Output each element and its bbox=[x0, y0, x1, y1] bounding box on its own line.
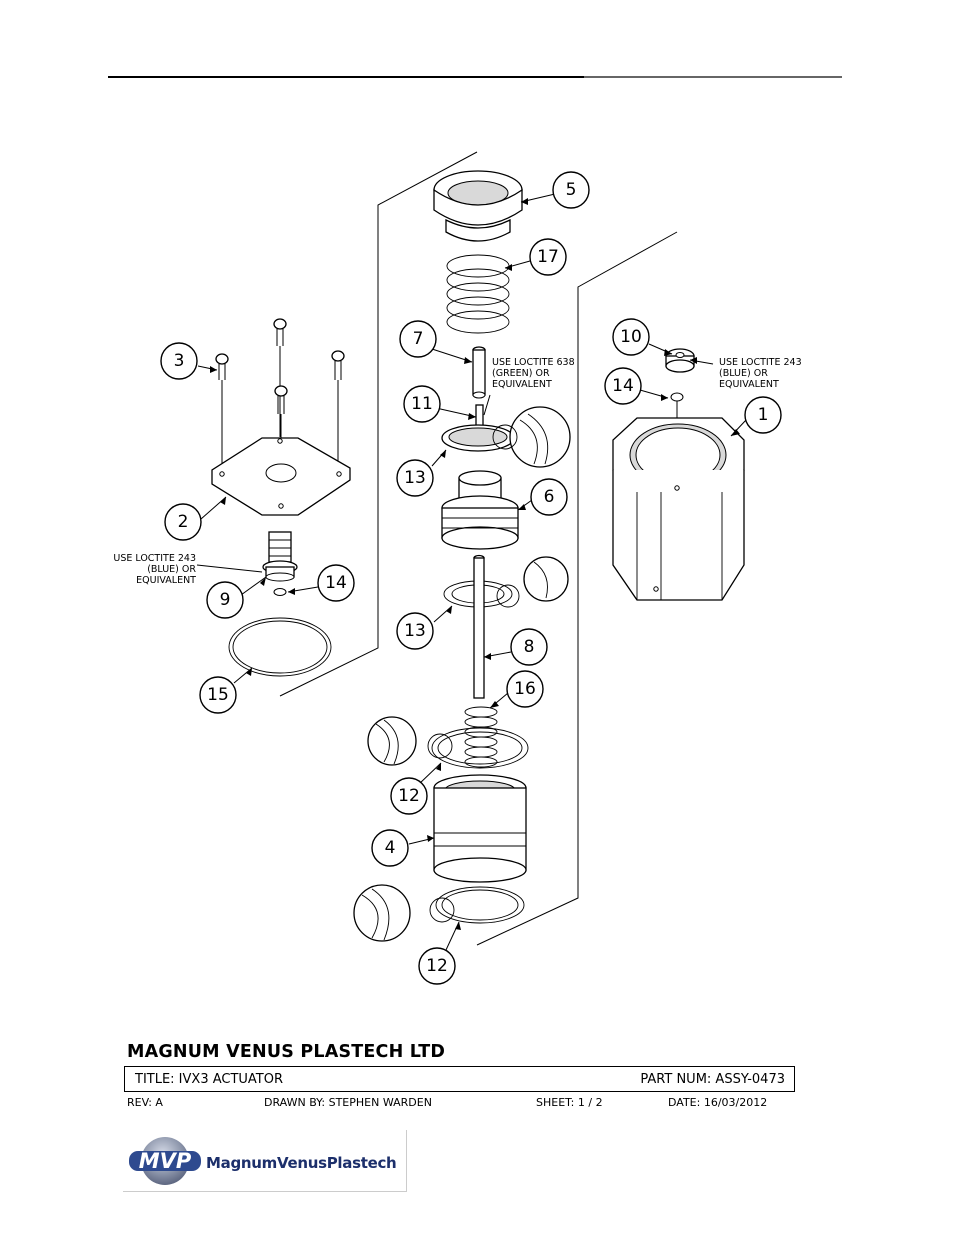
rod-8 bbox=[473, 554, 485, 699]
svg-text:(GREEN) OR: (GREEN) OR bbox=[492, 368, 550, 379]
company-logo: MVP MagnumVenusPlastech bbox=[123, 1130, 407, 1192]
sheet-number: SHEET: 1 / 2 bbox=[536, 1096, 603, 1109]
note-loctite-638: USE LOCTITE 638 (GREEN) OR EQUIVALENT bbox=[492, 357, 575, 390]
valve-cartridge bbox=[262, 531, 298, 596]
note-loctite-243-left: USE LOCTITE 243 (BLUE) OR EQUIVALENT bbox=[113, 553, 196, 586]
callout-12-upper: 12 bbox=[390, 777, 428, 815]
svg-text:EQUIVALENT: EQUIVALENT bbox=[136, 575, 196, 586]
logo-wordmark: MagnumVenusPlastech bbox=[206, 1154, 397, 1172]
drawn-by: DRAWN BY: STEPHEN WARDEN bbox=[264, 1096, 432, 1109]
large-o-ring-15 bbox=[228, 617, 332, 677]
callout-5: 5 bbox=[552, 171, 590, 209]
callout-8: 8 bbox=[510, 628, 548, 666]
housing-1 bbox=[612, 417, 745, 601]
title-box: TITLE: IVX3 ACTUATOR PART NUM: ASSY-0473 bbox=[124, 1066, 795, 1092]
svg-text:13: 13 bbox=[404, 621, 426, 641]
svg-text:17: 17 bbox=[537, 247, 559, 267]
spring-16 bbox=[464, 706, 498, 768]
svg-text:3: 3 bbox=[174, 351, 185, 371]
mvp-logo-badge: MVP bbox=[129, 1137, 201, 1185]
callout-2: 2 bbox=[164, 503, 202, 541]
svg-text:USE LOCTITE 243: USE LOCTITE 243 bbox=[719, 357, 802, 368]
svg-text:8: 8 bbox=[524, 637, 535, 657]
svg-text:2: 2 bbox=[178, 512, 189, 532]
callout-14-right: 14 bbox=[604, 367, 642, 405]
callout-7: 7 bbox=[399, 320, 437, 358]
callout-9: 9 bbox=[206, 581, 244, 619]
svg-text:(BLUE) OR: (BLUE) OR bbox=[719, 368, 768, 379]
svg-text:EQUIVALENT: EQUIVALENT bbox=[492, 379, 552, 390]
cover-plate bbox=[211, 437, 351, 516]
drawing-date: DATE: 16/03/2012 bbox=[668, 1096, 768, 1109]
svg-text:16: 16 bbox=[514, 679, 536, 699]
part-number: PART NUM: ASSY-0473 bbox=[640, 1072, 785, 1087]
svg-text:5: 5 bbox=[566, 180, 577, 200]
svg-text:USE LOCTITE 243: USE LOCTITE 243 bbox=[113, 553, 196, 564]
callout-14-left: 14 bbox=[317, 564, 355, 602]
seal-13-upper bbox=[441, 406, 571, 468]
svg-text:7: 7 bbox=[413, 329, 424, 349]
note-loctite-243-right: USE LOCTITE 243 (BLUE) OR EQUIVALENT bbox=[719, 357, 802, 390]
spring-17 bbox=[446, 254, 510, 334]
top-rule bbox=[108, 76, 842, 78]
body-4 bbox=[433, 774, 527, 883]
svg-text:15: 15 bbox=[207, 685, 229, 705]
callout-17: 17 bbox=[529, 238, 567, 276]
svg-text:14: 14 bbox=[612, 376, 634, 396]
svg-text:9: 9 bbox=[220, 590, 231, 610]
revision: REV: A bbox=[127, 1096, 163, 1109]
svg-text:EQUIVALENT: EQUIVALENT bbox=[719, 379, 779, 390]
callout-13-lower: 13 bbox=[396, 612, 434, 650]
leader-lines bbox=[196, 193, 747, 951]
seal-13-lower bbox=[443, 556, 569, 608]
drawing-title: TITLE: IVX3 ACTUATOR bbox=[135, 1072, 284, 1087]
svg-text:13: 13 bbox=[404, 468, 426, 488]
panel-outlines bbox=[279, 151, 678, 946]
piston-6 bbox=[441, 470, 519, 550]
callout-6: 6 bbox=[530, 478, 568, 516]
svg-text:12: 12 bbox=[426, 956, 448, 976]
callout-11: 11 bbox=[403, 385, 441, 423]
seal-12-lower bbox=[353, 884, 525, 942]
svg-text:11: 11 bbox=[411, 394, 433, 414]
screw-left bbox=[215, 353, 229, 468]
callout-4: 4 bbox=[371, 829, 409, 867]
company-name: MAGNUM VENUS PLASTECH LTD bbox=[127, 1042, 446, 1062]
svg-text:12: 12 bbox=[398, 786, 420, 806]
cap-nut-5 bbox=[433, 170, 523, 242]
seal-12-upper bbox=[367, 716, 529, 769]
callout-3: 3 bbox=[160, 342, 198, 380]
screw-top-center bbox=[273, 318, 287, 437]
callout-10: 10 bbox=[612, 318, 650, 356]
svg-text:6: 6 bbox=[544, 487, 555, 507]
svg-text:USE LOCTITE 638: USE LOCTITE 638 bbox=[492, 357, 575, 368]
rod-7 bbox=[472, 346, 486, 436]
screw-right bbox=[331, 350, 345, 466]
svg-text:(BLUE) OR: (BLUE) OR bbox=[147, 564, 196, 575]
svg-text:14: 14 bbox=[325, 573, 347, 593]
callout-12-lower: 12 bbox=[418, 947, 456, 985]
callout-13-upper: 13 bbox=[396, 459, 434, 497]
svg-text:MVP: MVP bbox=[139, 1149, 192, 1173]
callout-16: 16 bbox=[506, 670, 544, 708]
svg-text:4: 4 bbox=[385, 838, 396, 858]
svg-text:10: 10 bbox=[620, 327, 642, 347]
callout-15: 15 bbox=[199, 676, 237, 714]
svg-text:1: 1 bbox=[758, 405, 769, 425]
callout-1: 1 bbox=[744, 396, 782, 434]
